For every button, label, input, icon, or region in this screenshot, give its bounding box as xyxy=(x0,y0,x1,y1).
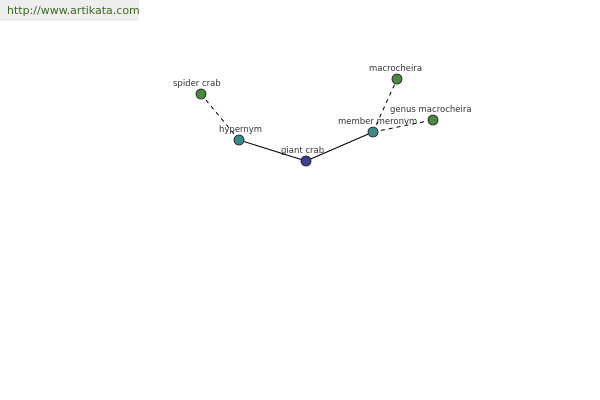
node-member-meronym[interactable] xyxy=(367,126,379,138)
graph-edges xyxy=(200,78,434,162)
node-genus-macrocheira[interactable] xyxy=(427,114,439,126)
node-label-giant-crab[interactable]: giant crab xyxy=(281,146,324,156)
source-link[interactable]: http://www.artikata.com xyxy=(7,4,140,17)
node-label-genus-macrocheira[interactable]: genus macrocheira xyxy=(390,105,472,115)
node-spider-crab[interactable] xyxy=(195,88,207,100)
graph-labels: giant crab hypernym member meronym spider c… xyxy=(173,64,472,156)
edge-giant-crab-to-member-meronym xyxy=(305,131,374,162)
edge-hypernym-to-spider-crab xyxy=(200,93,240,141)
edge-member-meronym-to-genus-macrocheira xyxy=(372,119,434,133)
node-giant-crab[interactable] xyxy=(300,155,312,167)
edge-giant-crab-to-hypernym xyxy=(238,139,307,162)
node-label-member-meronym[interactable]: member meronym xyxy=(338,117,417,127)
edge-member-meronym-to-macrocheira xyxy=(372,78,398,133)
graph-nodes xyxy=(195,73,439,167)
source-bar: http://www.artikata.com xyxy=(0,0,140,21)
node-macrocheira[interactable] xyxy=(391,73,403,85)
node-label-hypernym[interactable]: hypernym xyxy=(219,125,262,135)
node-label-macrocheira[interactable]: macrocheira xyxy=(369,64,422,74)
node-label-spider-crab[interactable]: spider crab xyxy=(173,79,221,89)
node-hypernym[interactable] xyxy=(233,134,245,146)
